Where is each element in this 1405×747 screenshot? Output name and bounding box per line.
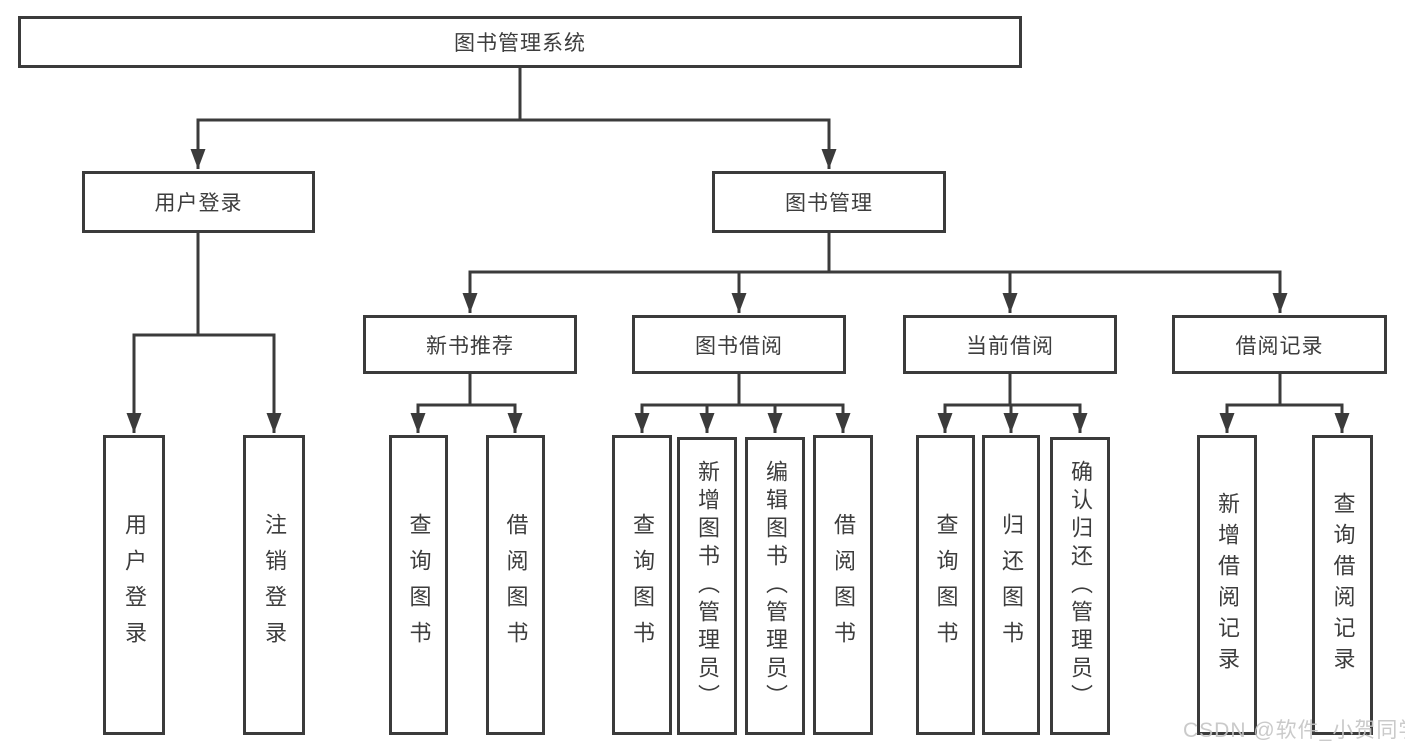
leaf-query-borrow-record: 查询借阅记录 [1312,435,1373,735]
node-user-login-label: 用户登录 [154,192,243,215]
leaf-query-books-newrec-label: 查询图书 [406,513,432,657]
leaf-query-books-current: 查询图书 [916,435,975,735]
node-borrow-records-label: 借阅记录 [1235,334,1324,358]
leaf-logout-login-label: 注销登录 [262,513,287,657]
leaf-return-books: 归还图书 [982,435,1040,735]
connector-book-mgmt-to-level3 [462,233,1288,313]
connector-new-book-rec-to-leaves [410,374,523,433]
node-new-book-recommend: 新书推荐 [363,315,577,374]
node-user-login: 用户登录 [82,171,315,233]
leaf-borrow-books-newrec-label: 借阅图书 [503,513,529,657]
leaf-query-books-borrow: 查询图书 [612,435,672,735]
leaf-confirm-return-admin: 确认归还（管理员） [1050,437,1110,735]
connector-borrow-records-to-leaves [1219,374,1350,433]
leaf-add-books-admin: 新增图书（管理员） [677,437,737,735]
leaf-edit-books-admin: 编辑图书（管理员） [745,437,805,735]
leaf-query-borrow-record-label: 查询借阅记录 [1330,492,1356,678]
leaf-add-books-admin-label: 新增图书（管理员） [695,460,720,712]
node-root-label: 图书管理系统 [454,32,586,55]
leaf-logout-login: 注销登录 [243,435,305,735]
leaf-query-books-borrow-label: 查询图书 [630,513,655,657]
connector-root-to-level2 [190,68,837,169]
node-root: 图书管理系统 [18,16,1022,68]
connector-book-borrow-to-leaves [634,374,851,433]
leaf-user-login: 用户登录 [103,435,165,735]
leaf-query-books-current-label: 查询图书 [933,513,959,657]
leaf-confirm-return-admin-label: 确认归还（管理员） [1068,460,1093,712]
watermark: CSDN @软件_小贺同学 [1183,719,1405,742]
node-book-management: 图书管理 [712,171,946,233]
leaf-borrow-books-newrec: 借阅图书 [486,435,545,735]
node-current-borrow-label: 当前借阅 [966,334,1054,358]
connector-user-login-to-leaves [126,233,282,433]
leaf-add-borrow-record-label: 新增借阅记录 [1215,492,1240,678]
leaf-return-books-label: 归还图书 [999,513,1024,657]
node-borrow-records: 借阅记录 [1172,315,1387,374]
node-book-borrow: 图书借阅 [632,315,846,374]
leaf-user-login-label: 用户登录 [122,513,147,657]
leaf-add-borrow-record: 新增借阅记录 [1197,435,1257,735]
connector-current-borrow-to-leaves [937,374,1088,433]
node-new-book-recommend-label: 新书推荐 [426,334,514,358]
node-book-management-label: 图书管理 [785,192,873,215]
leaf-query-books-newrec: 查询图书 [389,435,448,735]
leaf-edit-books-admin-label: 编辑图书（管理员） [763,460,788,712]
node-current-borrow: 当前借阅 [903,315,1117,374]
leaf-borrow-books-borrow-label: 借阅图书 [831,513,856,657]
leaf-borrow-books-borrow: 借阅图书 [813,435,873,735]
node-book-borrow-label: 图书借阅 [695,334,783,358]
